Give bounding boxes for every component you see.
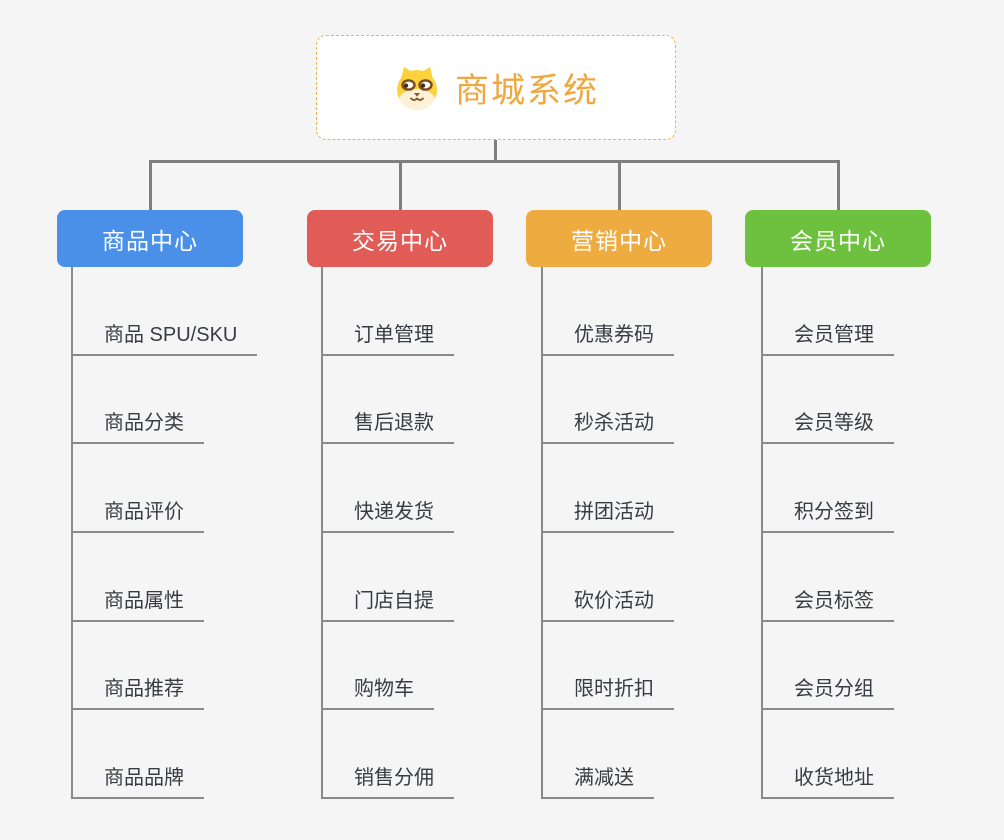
leaf-node[interactable]: 商品推荐 [73, 622, 204, 711]
leaf-node[interactable]: 商品分类 [73, 356, 204, 445]
leaf-node[interactable]: 商品评价 [73, 444, 204, 534]
branch-node-marketing-center[interactable]: 营销中心 [526, 210, 712, 267]
branch-children-marketing-center: 优惠券码 秒杀活动 拼团活动 砍价活动 限时折扣 满减送 [541, 267, 674, 800]
connector-drop-member [837, 160, 840, 211]
branch-node-product-center[interactable]: 商品中心 [57, 210, 243, 267]
leaf-node[interactable]: 会员等级 [763, 356, 894, 445]
leaf-node[interactable]: 满减送 [543, 710, 654, 800]
branch-children-trade-center: 订单管理 售后退款 快递发货 门店自提 购物车 销售分佣 [321, 267, 454, 800]
leaf-node[interactable]: 秒杀活动 [543, 356, 674, 445]
leaf-node[interactable]: 商品 SPU/SKU [73, 267, 258, 356]
dog-face-icon [393, 65, 441, 111]
branch-node-member-center[interactable]: 会员中心 [745, 210, 931, 267]
connector-root-drop [494, 140, 497, 162]
leaf-node[interactable]: 优惠券码 [543, 267, 674, 356]
leaf-node[interactable]: 门店自提 [323, 533, 454, 622]
branch-children-product-center: 商品 SPU/SKU 商品分类 商品评价 商品属性 商品推荐 商品品牌 [71, 267, 258, 800]
leaf-node[interactable]: 限时折扣 [543, 622, 674, 711]
leaf-node[interactable]: 收货地址 [763, 710, 894, 800]
connector-drop-marketing [618, 160, 621, 211]
root-node-label: 商城系统 [455, 72, 599, 110]
leaf-node[interactable]: 会员管理 [763, 267, 894, 356]
leaf-node[interactable]: 积分签到 [763, 444, 894, 534]
connector-horizontal-bus [149, 160, 839, 163]
leaf-node[interactable]: 会员分组 [763, 622, 894, 711]
leaf-node[interactable]: 订单管理 [323, 267, 454, 356]
leaf-node[interactable]: 商品品牌 [73, 710, 204, 800]
leaf-node[interactable]: 快递发货 [323, 444, 454, 534]
leaf-node[interactable]: 拼团活动 [543, 444, 674, 534]
branch-node-trade-center[interactable]: 交易中心 [307, 210, 493, 267]
root-node-mall-system[interactable]: 商城系统 [316, 35, 676, 140]
connector-drop-trade [399, 160, 402, 211]
leaf-node[interactable]: 售后退款 [323, 356, 454, 445]
branch-children-member-center: 会员管理 会员等级 积分签到 会员标签 会员分组 收货地址 [761, 267, 894, 800]
leaf-node[interactable]: 砍价活动 [543, 533, 674, 622]
leaf-node[interactable]: 销售分佣 [323, 710, 454, 800]
leaf-node[interactable]: 会员标签 [763, 533, 894, 622]
connector-drop-product [149, 160, 152, 211]
leaf-node[interactable]: 购物车 [323, 622, 434, 711]
leaf-node[interactable]: 商品属性 [73, 533, 204, 622]
